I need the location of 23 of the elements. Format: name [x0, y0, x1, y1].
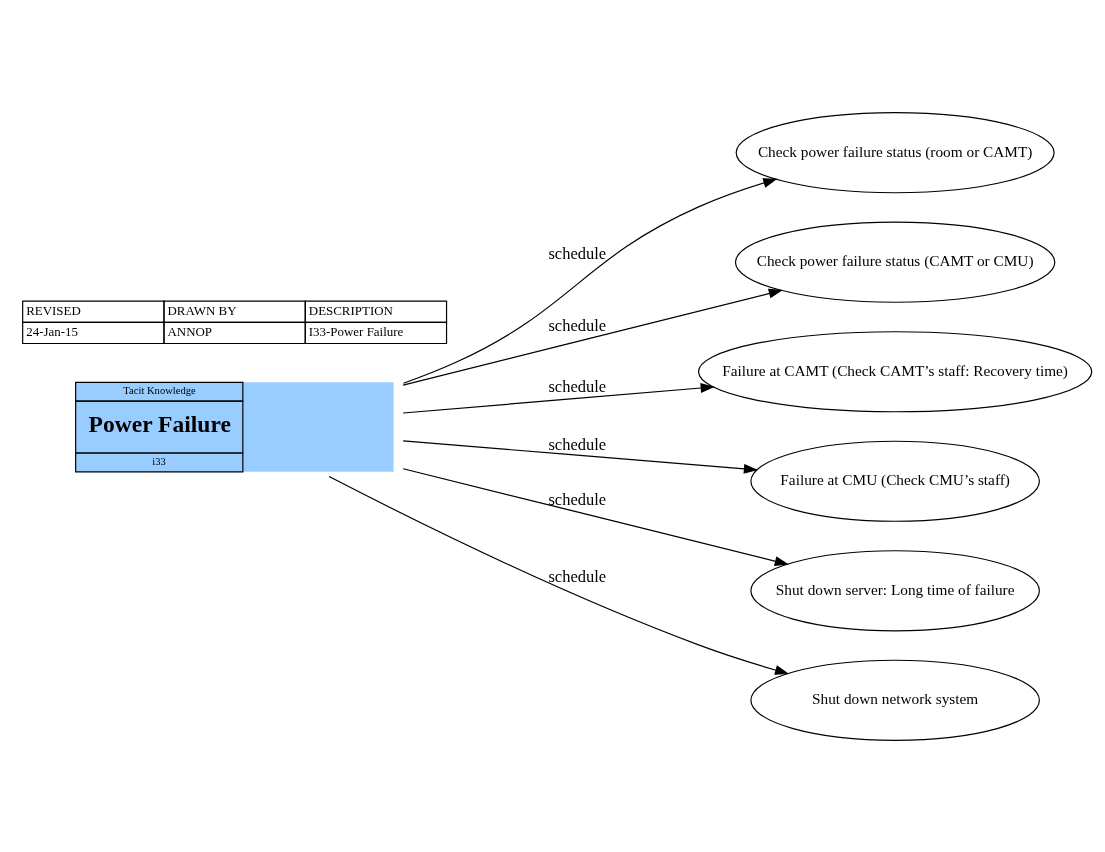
label: DESCRIPTION	[308, 302, 393, 318]
arrow	[402, 467, 789, 566]
edge-label: schedule	[548, 315, 607, 335]
label: DRAWN BY	[167, 302, 237, 318]
label: 24-Jan-15	[26, 323, 78, 339]
node-ellipse: Shut down network system	[750, 659, 1040, 741]
node-ellipse: Check power failure status (room or CAMT)	[735, 111, 1055, 193]
label: REVISED	[26, 302, 81, 318]
arrow	[402, 439, 758, 474]
edge-label: schedule	[548, 566, 607, 586]
edge-label: schedule	[548, 243, 607, 263]
arrow	[328, 475, 790, 675]
arrow	[402, 382, 715, 414]
label: I33-Power Failure	[308, 323, 404, 339]
label: ANNOP	[167, 323, 213, 339]
edge-label: schedule	[548, 489, 607, 509]
node-ellipse: Failure at CMU (Check CMU’s staff)	[750, 440, 1040, 522]
node-ellipse: Check power failure status (CAMT or CMU)	[734, 221, 1056, 303]
edge-label: schedule	[548, 434, 607, 454]
edge-label: schedule	[548, 376, 607, 396]
node-ellipse: Shut down server: Long time of failure	[750, 549, 1040, 631]
arrow	[402, 288, 783, 386]
arrow	[402, 177, 778, 384]
